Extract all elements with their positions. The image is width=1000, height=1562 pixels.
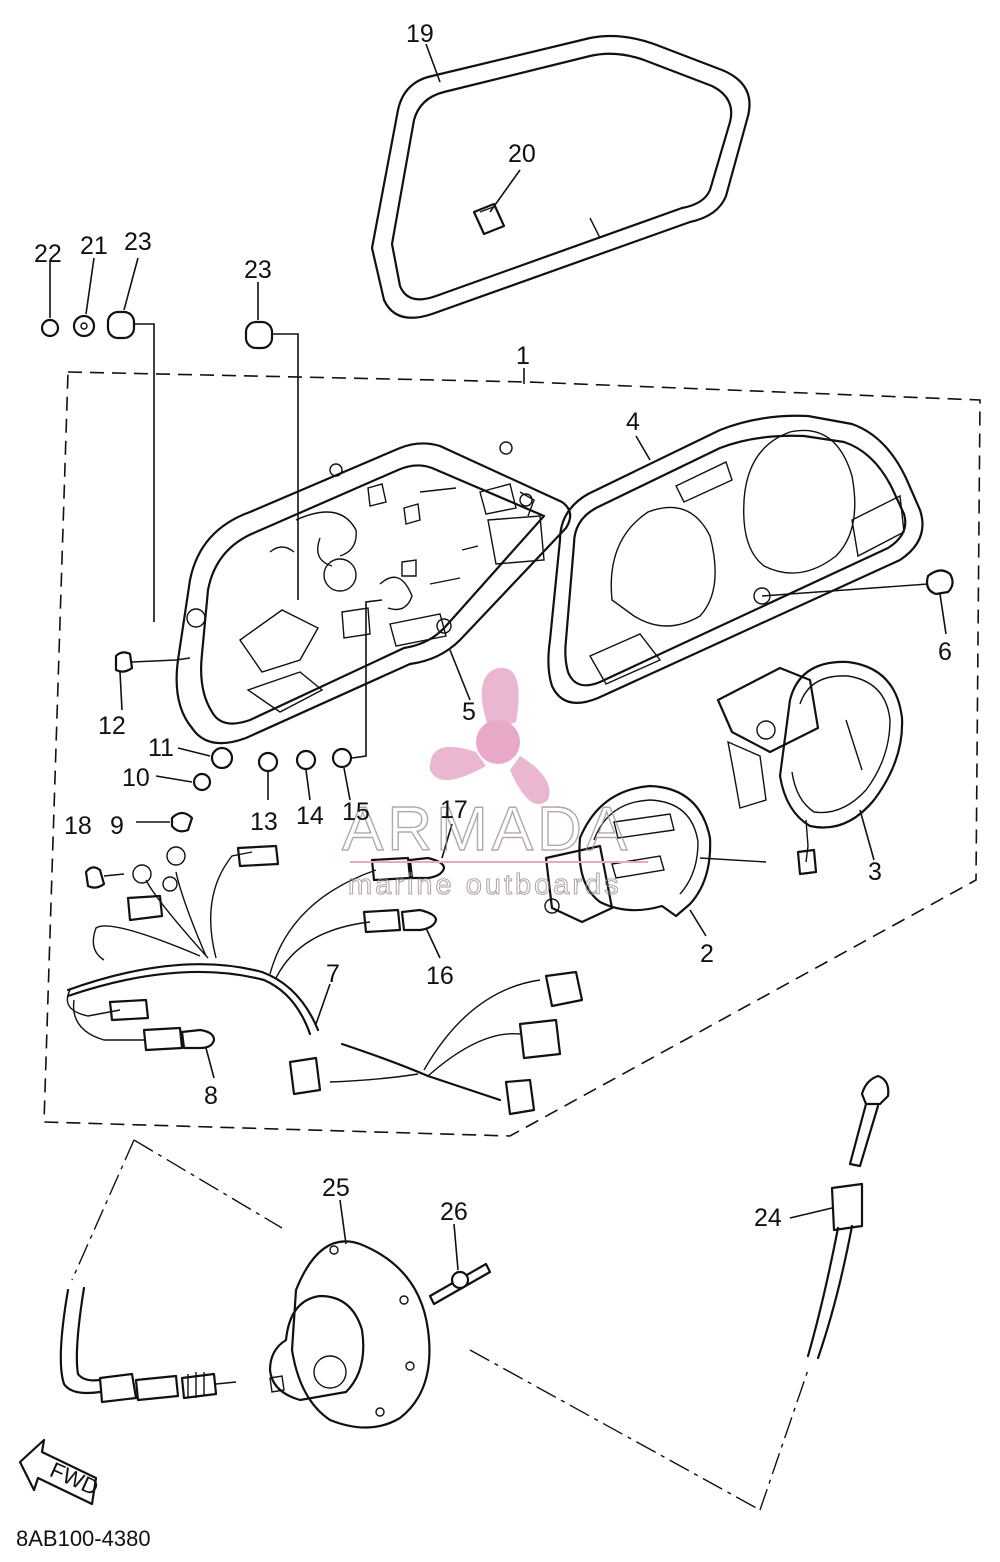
cable-right [806,1074,890,1360]
callout-16: 16 [426,962,454,990]
gear-pin [428,1262,492,1306]
fastener-leaders [136,747,211,823]
cable-left [59,1286,237,1404]
callout-8: 8 [204,1082,218,1110]
speedometer-unit [544,784,767,924]
callout-26: 26 [440,1198,468,1226]
propeller-logo-icon [429,667,550,805]
harness-bulbs [180,856,446,1050]
label-sticker [472,202,506,236]
drawing-code: 8AB100-4380 [16,1526,151,1551]
watermark: ARMADA marine outboards [341,667,648,902]
watermark-tagline: marine outboards [348,869,622,901]
rubber-grommets [40,310,299,622]
fwd-arrow-icon: FWD [18,1438,102,1506]
callout-23-left: 23 [124,228,152,256]
callout-leaders [49,43,947,1271]
speedometer-gear-unit [268,1240,431,1429]
callout-24: 24 [754,1204,782,1232]
callout-23-right: 23 [244,256,272,284]
callout-4: 4 [626,408,640,436]
callout-20: 20 [508,140,536,168]
callout-15: 15 [342,798,370,826]
callout-6: 6 [938,638,952,666]
indicator-bulb [761,569,954,597]
meter-panel [547,414,924,704]
callout-7: 7 [326,960,340,988]
callout-3: 3 [868,858,882,886]
meter-case [175,441,572,745]
callout-25: 25 [322,1174,350,1202]
callout-5: 5 [462,698,476,726]
watermark-brand: ARMADA [342,795,631,864]
screw [114,651,191,673]
callout-1: 1 [516,342,530,370]
callout-13: 13 [250,808,278,836]
wire-harness [66,844,584,1116]
assembly-boundary [43,371,981,1137]
meter-cover-lens [370,34,751,319]
tachometer-unit [716,660,904,876]
callout-11: 11 [148,734,174,762]
callout-2: 2 [700,940,714,968]
washer-set [84,599,383,889]
reference-lines [71,1139,809,1511]
callout-18: 18 [64,812,92,840]
callout-10: 10 [122,764,150,792]
callout-9: 9 [110,812,124,840]
callout-12: 12 [98,712,126,740]
callout-labels: 19 20 1 4 5 6 3 2 7 8 16 17 18 9 10 11 1… [34,20,952,1232]
callout-19: 19 [406,20,434,48]
fwd-label: FWD [46,1457,102,1500]
callout-22: 22 [34,240,62,268]
callout-17: 17 [440,796,468,824]
callout-14: 14 [296,802,324,830]
callout-21: 21 [80,232,108,260]
